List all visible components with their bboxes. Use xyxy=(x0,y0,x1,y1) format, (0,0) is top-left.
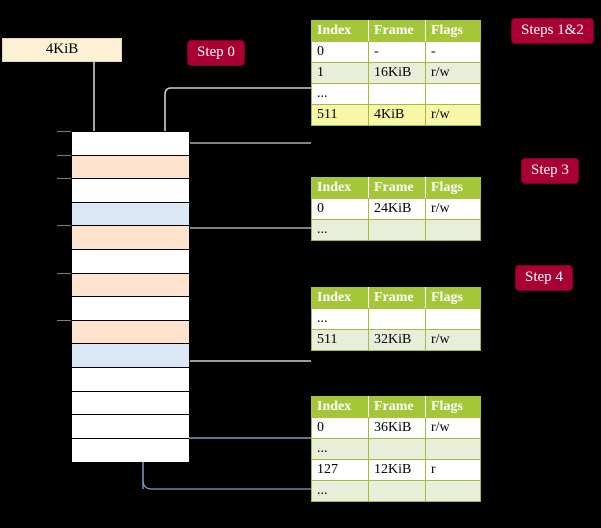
frame-tick-mark xyxy=(57,131,71,132)
column-header-frame: Frame xyxy=(368,177,426,199)
memory-frame-row xyxy=(72,297,189,321)
cell-flags xyxy=(425,480,481,502)
cell-flags xyxy=(425,438,481,460)
cell-frame: 12KiB xyxy=(368,459,426,481)
column-header-flags: Flags xyxy=(425,396,481,418)
badge-step-4: Step 4 xyxy=(516,266,572,290)
cell-index: ... xyxy=(311,308,369,330)
memory-frame-row xyxy=(72,415,189,439)
frame-tick-mark xyxy=(57,319,71,321)
cell-frame: 32KiB xyxy=(368,329,426,351)
memory-frame-row xyxy=(72,179,189,203)
cell-index: 1 xyxy=(311,62,369,84)
cell-flags: r/w xyxy=(425,62,481,84)
memory-frame-row xyxy=(72,438,189,463)
wire-step3-pdpt xyxy=(178,227,311,272)
cell-frame xyxy=(368,83,426,105)
frame-label-4kib: 4KiB xyxy=(2,38,122,62)
memory-frame-row xyxy=(72,132,189,156)
column-header-flags: Flags xyxy=(425,177,481,199)
memory-frame-row xyxy=(72,273,189,298)
table-row: 0-- xyxy=(311,41,481,63)
column-header-index: Index xyxy=(311,287,369,309)
cell-index: 511 xyxy=(311,329,369,351)
cell-index: 0 xyxy=(311,198,369,220)
cell-frame: 24KiB xyxy=(368,198,426,220)
column-header-index: Index xyxy=(311,396,369,418)
cell-frame xyxy=(368,308,426,330)
cell-index: ... xyxy=(311,480,369,502)
cell-index: ... xyxy=(311,219,369,241)
table-row: ... xyxy=(311,219,481,241)
cell-frame xyxy=(368,480,426,502)
cell-frame: - xyxy=(368,41,426,63)
cell-flags: r/w xyxy=(425,104,481,126)
cell-index: ... xyxy=(311,438,369,460)
cell-flags xyxy=(425,308,481,330)
column-header-frame: Frame xyxy=(368,287,426,309)
memory-frame-row xyxy=(72,250,189,274)
cell-flags: - xyxy=(425,41,481,63)
cell-frame xyxy=(368,219,426,241)
column-header-index: Index xyxy=(311,20,369,42)
cell-frame: 16KiB xyxy=(368,62,426,84)
badge-step-0: Step 0 xyxy=(188,41,244,65)
memory-frame-row xyxy=(72,155,189,180)
cell-flags: r xyxy=(425,459,481,481)
memory-frame-row xyxy=(72,320,189,345)
table-row: ... xyxy=(311,480,481,502)
memory-frame-row xyxy=(72,344,189,368)
badge-step-3: Step 3 xyxy=(522,159,578,183)
column-header-index: Index xyxy=(311,177,369,199)
table-row: ... xyxy=(311,308,481,330)
column-header-frame: Frame xyxy=(368,20,426,42)
cell-frame: 4KiB xyxy=(368,104,426,126)
column-header-flags: Flags xyxy=(425,20,481,42)
memory-frame-row xyxy=(72,226,189,250)
memory-frame-row xyxy=(72,391,189,416)
badge-steps-1-2: Steps 1&2 xyxy=(512,19,593,43)
cell-index: 511 xyxy=(311,104,369,126)
cell-flags: r/w xyxy=(425,329,481,351)
cell-flags: r/w xyxy=(425,417,481,439)
cell-flags xyxy=(425,219,481,241)
memory-frame-row xyxy=(72,368,189,392)
frame-tick-mark xyxy=(57,178,71,180)
cell-frame: 36KiB xyxy=(368,417,426,439)
column-header-flags: Flags xyxy=(425,287,481,309)
wire-step4-pd xyxy=(172,287,311,362)
table-row: ... xyxy=(311,83,481,105)
cell-index: 0 xyxy=(311,417,369,439)
frame-tick-mark xyxy=(57,154,71,156)
cell-flags: r/w xyxy=(425,198,481,220)
memory-frame-row xyxy=(72,202,189,227)
frame-tick-mark xyxy=(57,272,71,274)
column-header-frame: Frame xyxy=(368,396,426,418)
cell-index: ... xyxy=(311,83,369,105)
physical-memory-column xyxy=(71,131,190,463)
cell-index: 0 xyxy=(311,41,369,63)
frame-tick-mark xyxy=(57,225,71,227)
cell-flags xyxy=(425,83,481,105)
cell-index: 127 xyxy=(311,459,369,481)
table-row: ... xyxy=(311,438,481,460)
cell-frame xyxy=(368,438,426,460)
